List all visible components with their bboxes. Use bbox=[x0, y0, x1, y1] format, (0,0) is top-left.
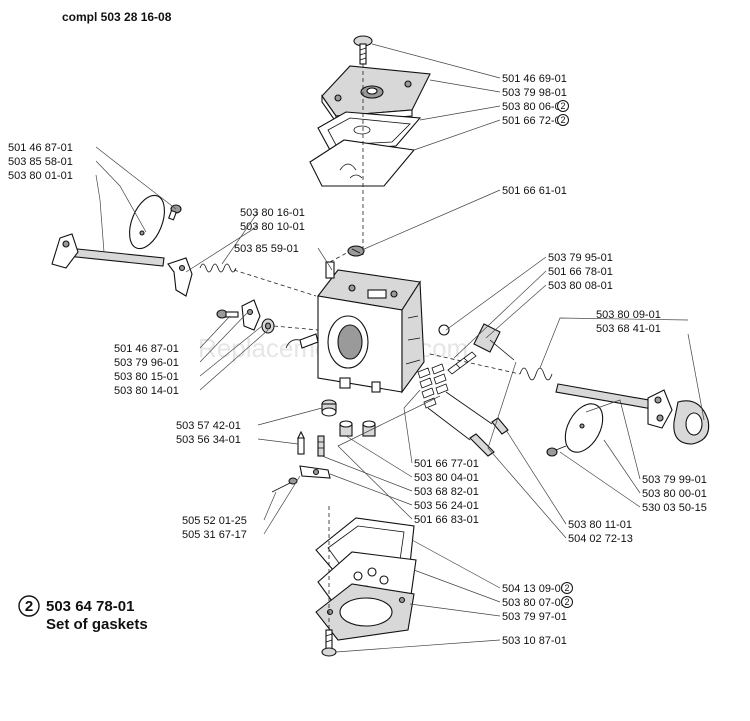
metering-stack bbox=[315, 506, 417, 657]
gasket-set-note: 2 503 64 78-01 Set of gaskets bbox=[18, 595, 148, 633]
part-label: 501 46 69-01 bbox=[502, 73, 567, 85]
part-label: 505 52 01-25 bbox=[182, 515, 247, 527]
svg-text:2: 2 bbox=[560, 115, 565, 125]
part-label: 503 80 01-01 bbox=[8, 170, 73, 182]
pump-diaphragm bbox=[309, 139, 416, 187]
part-label: 505 31 67-17 bbox=[182, 529, 247, 541]
carburetor-body bbox=[285, 249, 425, 394]
part-label: 501 46 87-01 bbox=[114, 343, 179, 355]
choke-assembly bbox=[429, 353, 710, 457]
part-label: 501 66 83-01 bbox=[414, 514, 479, 526]
part-label: 503 80 06-01 bbox=[502, 101, 567, 113]
part-label: 503 79 97-01 bbox=[502, 611, 567, 623]
leader-lines bbox=[95, 43, 705, 653]
gasket-set-ref: 2 bbox=[25, 598, 33, 615]
choke-plate-screw bbox=[546, 445, 567, 457]
part-label: 501 66 72-01 bbox=[502, 115, 567, 127]
part-label: 503 80 00-01 bbox=[642, 488, 707, 500]
part-label: 503 79 98-01 bbox=[502, 87, 567, 99]
pump-cover bbox=[321, 65, 431, 124]
body-bottom-plugs bbox=[321, 399, 376, 437]
part-label: 503 85 59-01 bbox=[234, 243, 299, 255]
part-label: 501 66 77-01 bbox=[414, 458, 479, 470]
part-labels: 501 46 69-01 503 79 98-01 503 80 06-01 2… bbox=[8, 73, 707, 647]
part-label: 503 80 16-01 bbox=[240, 207, 305, 219]
gasket-kit-ref-marker: 2 bbox=[561, 596, 573, 608]
part-label: 503 79 96-01 bbox=[114, 357, 179, 369]
cover-screw bbox=[321, 629, 337, 657]
part-label: 503 56 24-01 bbox=[414, 500, 479, 512]
assembly-title: compl 503 28 16-08 bbox=[62, 10, 172, 24]
part-label: 501 46 87-01 bbox=[8, 142, 73, 154]
part-label: 503 56 34-01 bbox=[176, 434, 241, 446]
part-label: 503 80 14-01 bbox=[114, 385, 179, 397]
svg-text:2: 2 bbox=[560, 101, 565, 111]
throttle-assembly bbox=[51, 194, 317, 297]
part-label: 503 80 11-01 bbox=[568, 519, 632, 531]
part-label: 501 66 78-01 bbox=[548, 266, 613, 278]
part-label: 503 68 82-01 bbox=[414, 486, 479, 498]
pump-cover-screw bbox=[353, 35, 373, 65]
part-label: 503 80 07-01 bbox=[502, 597, 567, 609]
part-label: 503 80 08-01 bbox=[548, 280, 613, 292]
part-label: 503 57 42-01 bbox=[176, 420, 241, 432]
part-label: 501 66 61-01 bbox=[502, 185, 567, 197]
gasket-set-name: Set of gaskets bbox=[46, 616, 148, 633]
svg-text:2: 2 bbox=[564, 583, 569, 593]
part-label: 504 13 09-05 bbox=[502, 583, 567, 595]
inlet-needle-cap bbox=[347, 245, 365, 257]
part-label: 503 10 87-01 bbox=[502, 635, 567, 647]
gasket-kit-ref-marker: 2 bbox=[561, 582, 573, 594]
part-label: 504 02 72-13 bbox=[568, 533, 633, 545]
pump-cover-assembly bbox=[309, 35, 431, 255]
throttle-plate-screw bbox=[168, 204, 182, 221]
inlet-needle-parts bbox=[271, 430, 331, 493]
svg-text:2: 2 bbox=[564, 597, 569, 607]
part-label: 503 79 95-01 bbox=[548, 252, 613, 264]
gasket-kit-ref-marker: 2 bbox=[557, 100, 569, 112]
part-label: 503 80 15-01 bbox=[114, 371, 179, 383]
part-label: 530 03 50-15 bbox=[642, 502, 707, 514]
part-label: 503 80 09-01 bbox=[596, 309, 661, 321]
gasket-set-number: 503 64 78-01 bbox=[46, 598, 134, 615]
part-label: 503 79 99-01 bbox=[642, 474, 707, 486]
part-label: 503 80 04-01 bbox=[414, 472, 479, 484]
choke-lever-parts bbox=[216, 299, 319, 334]
part-label: 503 85 58-01 bbox=[8, 156, 73, 168]
gasket-kit-ref-marker: 2 bbox=[557, 114, 569, 126]
part-label: 503 68 41-01 bbox=[596, 323, 661, 335]
part-label: 503 80 10-01 bbox=[240, 221, 305, 233]
